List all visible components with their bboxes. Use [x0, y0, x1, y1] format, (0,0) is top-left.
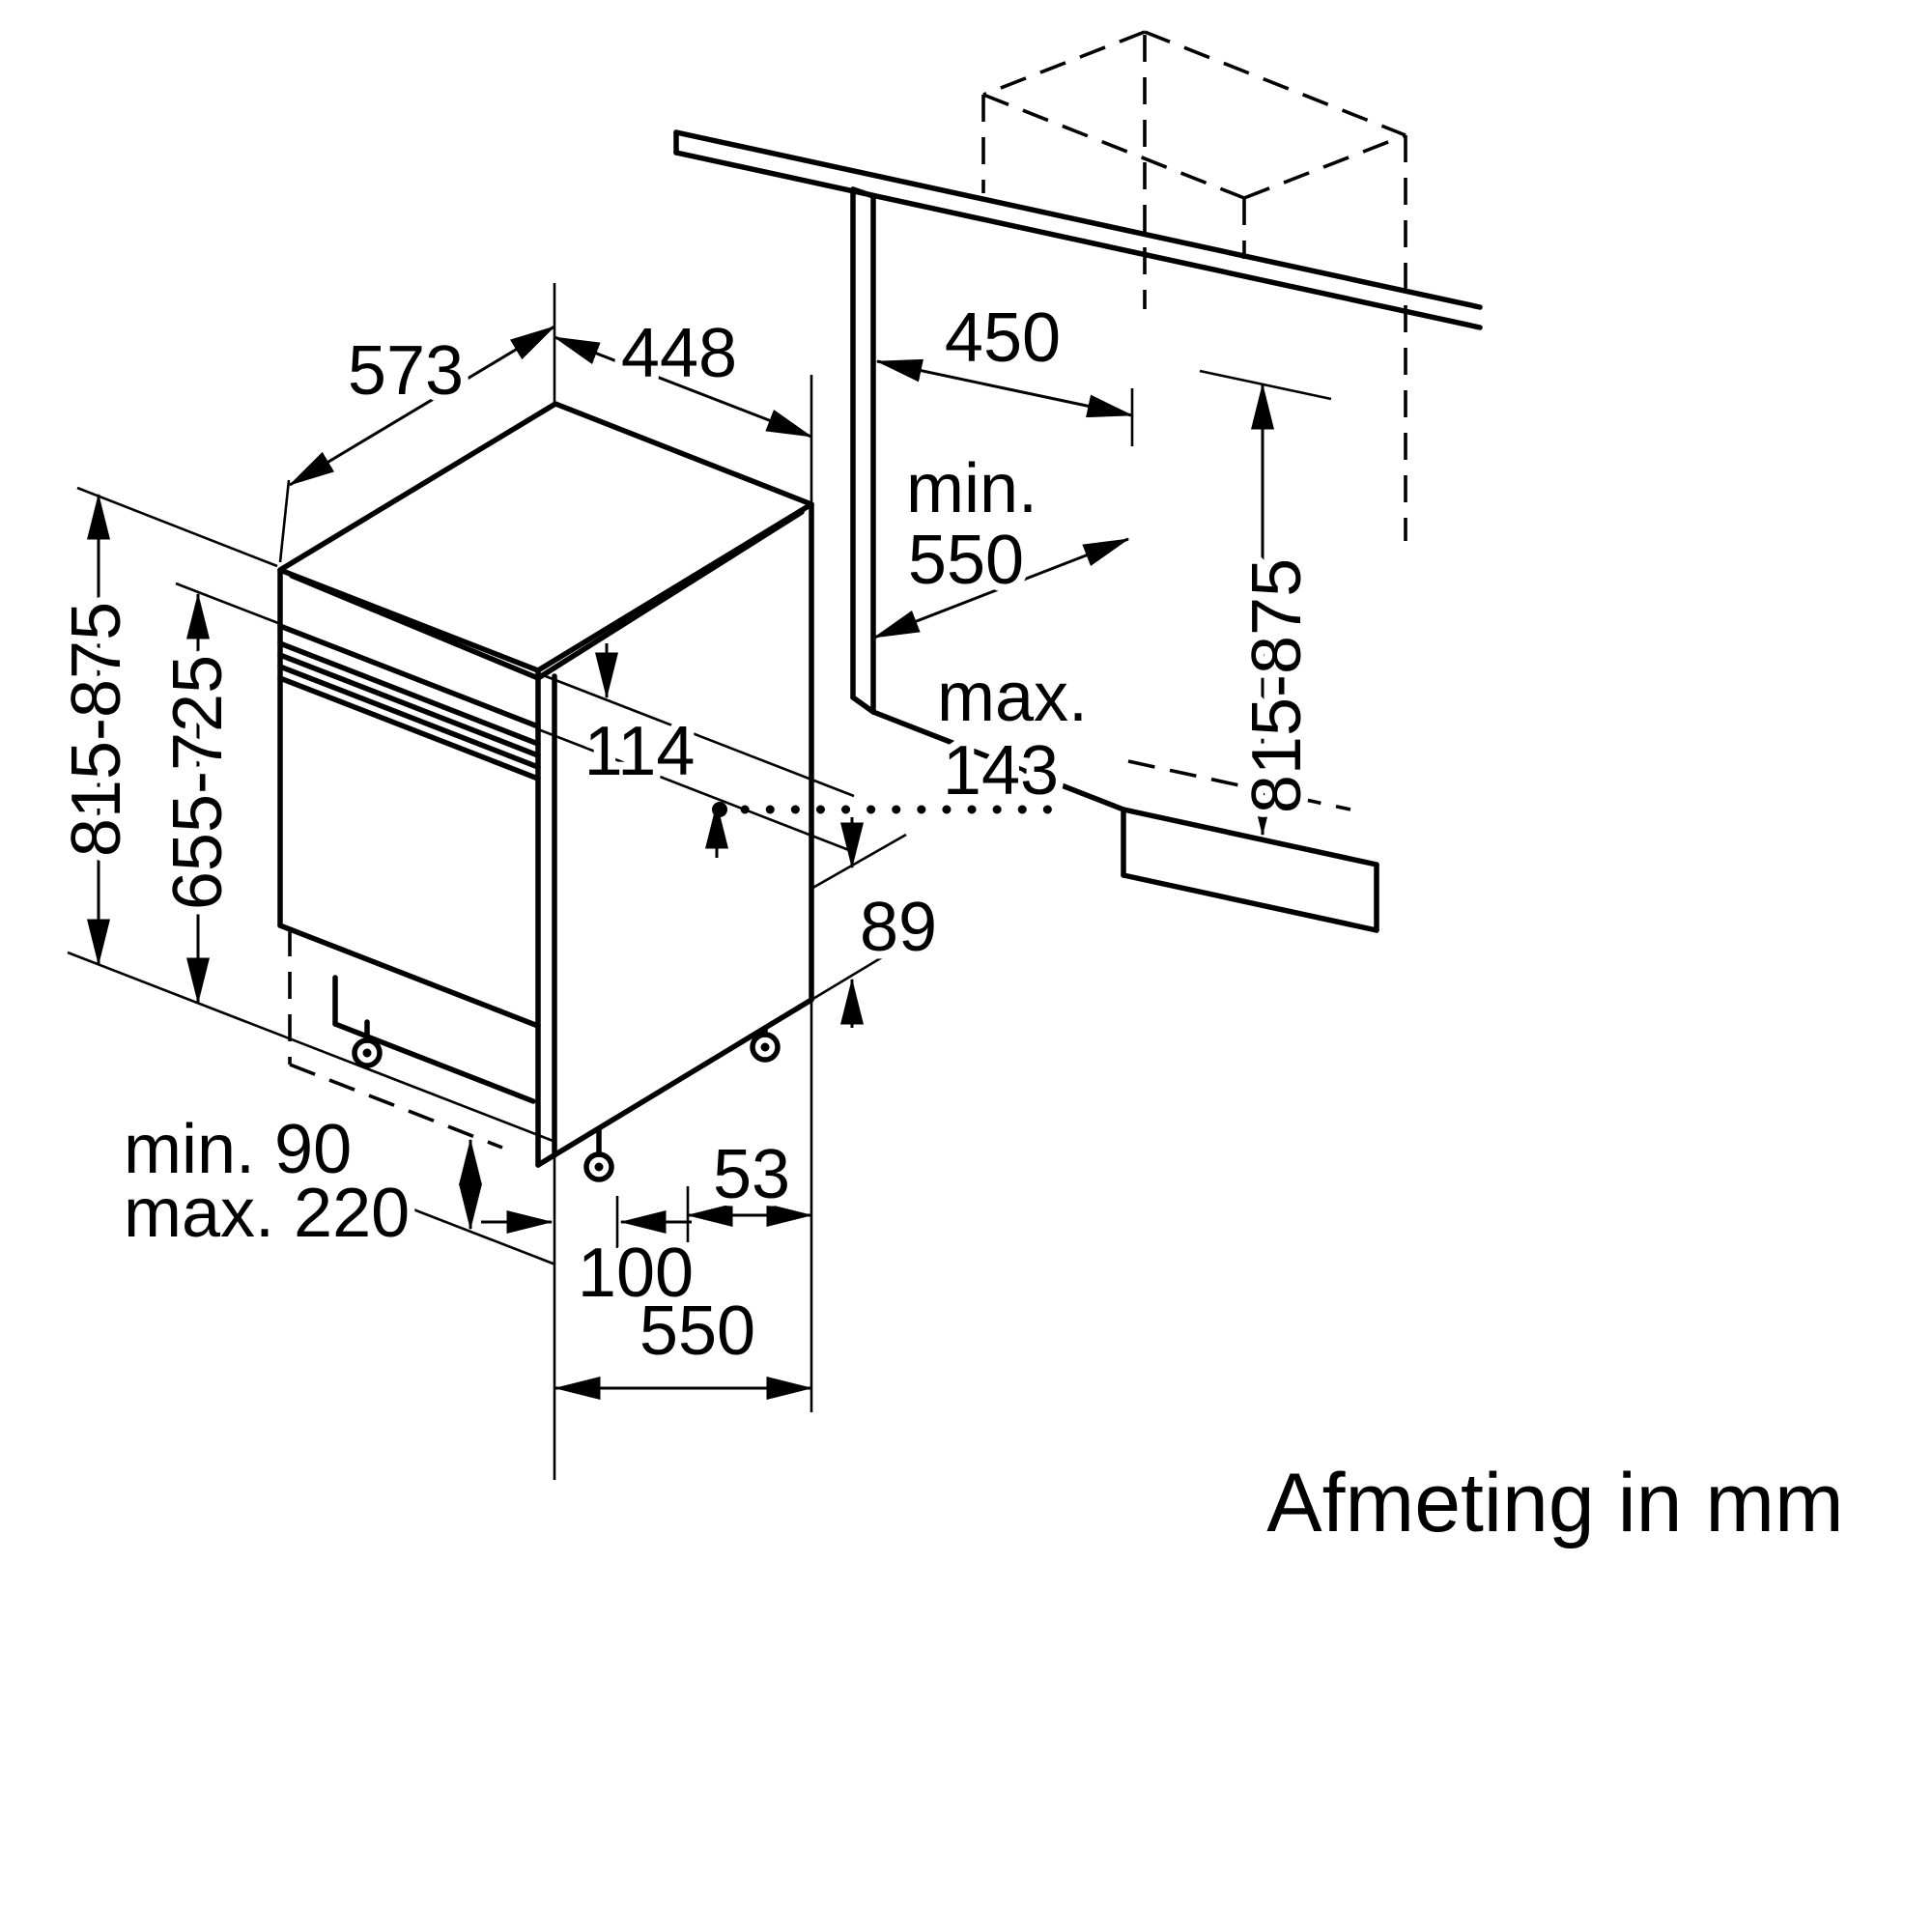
dimension-top-width-573: 573 [278, 283, 556, 563]
panel-top-edge [850, 186, 876, 199]
dim-plinth-min-label: min. 90 [124, 1111, 352, 1188]
foot-rear [750, 1032, 781, 1063]
foot-rear-center [760, 1042, 770, 1052]
ref-line [809, 833, 907, 892]
cabinet-plinth [1121, 807, 1379, 933]
door-top-line-1 [277, 640, 541, 747]
dim-top-width-label: 573 [348, 332, 464, 410]
plinth-dashed-bottom [289, 1063, 503, 1150]
niche-top-left-edge [982, 30, 1146, 97]
dimension-top-depth-448: 448 [553, 307, 813, 504]
dim-arrow [553, 335, 813, 439]
dim-panel-height-label: 114 [584, 713, 696, 790]
countertop-bottom-edge [673, 150, 1483, 330]
dimension-niche-depth-min-550: min. 550 [872, 442, 1130, 639]
dim-total-height-label: 815-875 [58, 602, 135, 857]
dim-niche-depth-value-label: 550 [908, 522, 1024, 599]
dim-arrow [872, 537, 1130, 639]
dim-max-clearance-label: max. [937, 659, 1088, 736]
door-top-line-4 [277, 675, 541, 781]
foot-front-center [362, 1048, 372, 1058]
dimension-panel-height-114: 114 [537, 643, 855, 858]
countertop [673, 129, 1483, 330]
dim-foot-inset-label: 100 [578, 1235, 694, 1312]
dishwasher-top-rim [289, 509, 805, 681]
dim-base-height-label: 89 [860, 889, 937, 966]
ref-line [1199, 369, 1332, 401]
niche-top-front-left-edge [982, 93, 1245, 200]
dim-arrow [288, 325, 556, 487]
control-panel-bottom-line [277, 623, 541, 729]
dimension-foot-inset-100: 100 [481, 1196, 701, 1320]
ref-line [810, 941, 907, 1002]
dimension-base-height-89: 89 [809, 817, 945, 1028]
niche-dashed-box [981, 30, 1407, 811]
plinth-bottom-edge-right [1121, 872, 1379, 933]
dim-niche-height-label: 815-875 [1238, 558, 1316, 813]
niche-bottom-dashed [1127, 759, 1351, 811]
dimension-door-height-655-725: 655-725 [152, 582, 279, 1005]
dim-bottom-depth-label: 550 [639, 1293, 755, 1370]
ext-line [76, 486, 278, 568]
dimension-total-height-815-875: 815-875 [50, 486, 556, 1144]
panel-bottom-edge [850, 695, 876, 715]
niche-top-right-edge [1144, 30, 1406, 137]
dim-arrow [875, 358, 1134, 418]
foot-front [352, 1037, 383, 1068]
level-dot [712, 802, 727, 817]
dim-top-depth-label: 448 [621, 315, 737, 392]
door-top-line-2 [277, 652, 541, 758]
adjustable-feet [352, 1019, 781, 1182]
dimension-foot-offset-53: 53 [686, 1128, 813, 1242]
countertop-top-edge [673, 129, 1483, 310]
dimension-max-clearance-143: max. 143 [712, 651, 1095, 817]
dishwasher-door-bottom-edge [277, 923, 541, 1029]
dimension-bottom-depth-550: 550 [553, 1000, 813, 1480]
dim-plinth-max-label: max. 220 [124, 1175, 410, 1252]
dishwasher-body [277, 401, 814, 1168]
door-top-line-3 [277, 664, 541, 770]
floor-line-lower [400, 1203, 556, 1266]
dimension-niche-width-450: 450 [875, 292, 1134, 446]
foot-middle [583, 1151, 614, 1182]
ref-line [537, 671, 855, 798]
dim-foot-offset-label: 53 [713, 1136, 790, 1213]
diagram-caption: Afmeting in mm [1266, 1457, 1843, 1549]
foot-middle-center [594, 1162, 604, 1172]
dim-niche-depth-min-label: min. [906, 450, 1037, 527]
dimension-niche-height-815-875: 815-875 [1199, 369, 1332, 837]
dim-door-height-label: 655-725 [159, 655, 237, 910]
floor-line [67, 951, 556, 1144]
niche-floor-edge [870, 709, 1126, 812]
ext-line [278, 479, 291, 563]
dim-niche-width-label: 450 [945, 299, 1061, 377]
plinth-top-edge-right [1121, 807, 1379, 867]
dimension-plinth-range: min. 90 max. 220 [116, 1103, 556, 1266]
ext-line [175, 582, 279, 625]
dim-max-clearance-value-label: 143 [943, 732, 1059, 810]
niche-top-front-right-edge [1243, 133, 1406, 200]
ref-line [537, 727, 855, 854]
